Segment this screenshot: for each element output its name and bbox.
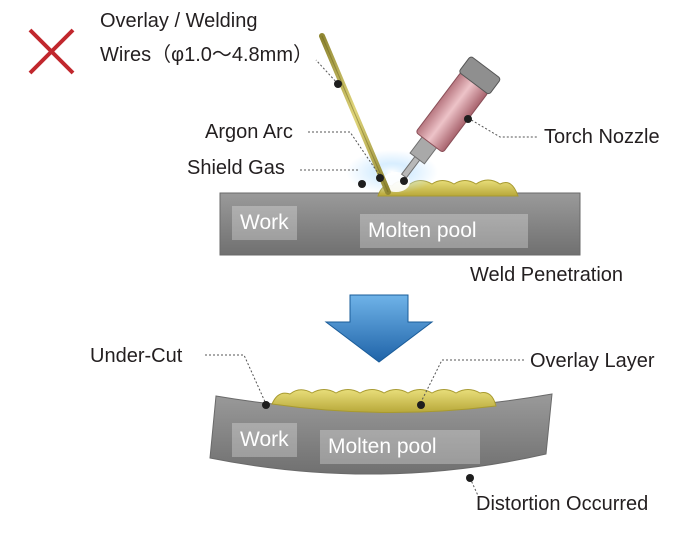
red-x-icon bbox=[28, 28, 75, 75]
argon-arc-label: Argon Arc bbox=[205, 121, 293, 143]
bottom-leader-dots bbox=[262, 401, 474, 482]
torch-nozzle-label: Torch Nozzle bbox=[544, 126, 660, 148]
top-leader-lines bbox=[300, 59, 538, 177]
wire-label-line2: Wires（φ1.0〜4.8mm） bbox=[100, 44, 313, 66]
bottom-molten-pool-label: Molten pool bbox=[320, 430, 480, 464]
top-molten-pool-label: Molten pool bbox=[360, 214, 528, 248]
torch-nozzle bbox=[400, 56, 501, 179]
overlay-layer-label: Overlay Layer bbox=[530, 350, 655, 372]
down-arrow bbox=[324, 294, 434, 363]
distortion-label: Distortion Occurred bbox=[476, 493, 649, 515]
bottom-weld-bead bbox=[271, 389, 497, 414]
bottom-leader-lines bbox=[205, 354, 524, 501]
under-cut-label: Under-Cut bbox=[90, 345, 183, 367]
shield-gas-label: Shield Gas bbox=[187, 157, 285, 179]
weld-penetration-label: Weld Penetration bbox=[470, 264, 624, 286]
bottom-work-label: Work bbox=[232, 423, 297, 457]
top-work-label: Work bbox=[232, 206, 297, 240]
top-leader-dots bbox=[334, 80, 472, 188]
top-work-plate bbox=[219, 192, 581, 256]
wire-label-line1: Overlay / Welding bbox=[100, 10, 258, 32]
